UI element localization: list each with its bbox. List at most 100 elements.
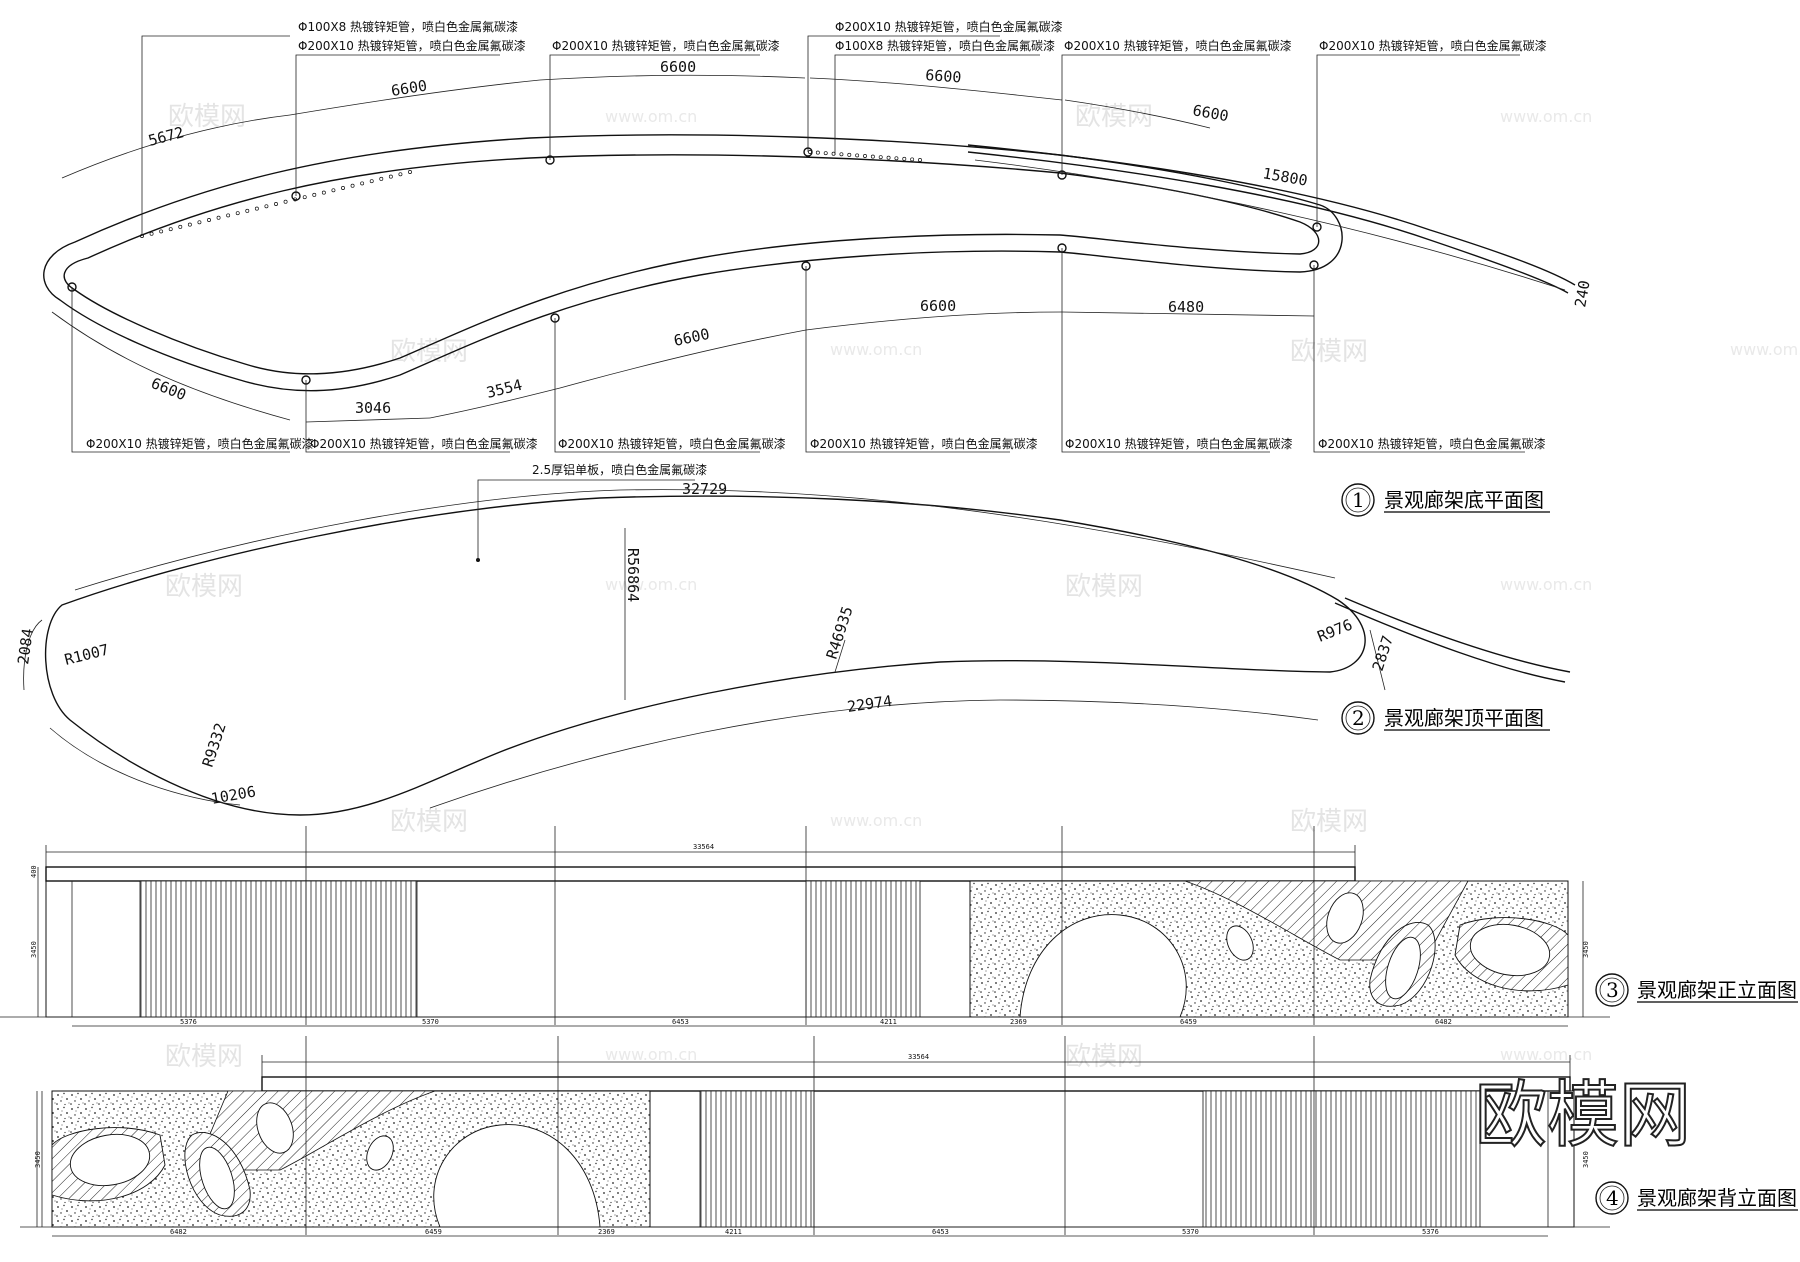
small-tube-point — [870, 154, 875, 159]
dim-label: R56864 — [624, 548, 642, 602]
dim-label: R46935 — [823, 604, 857, 661]
top-beam — [261, 1076, 1571, 1092]
dim-label: 6600 — [149, 374, 189, 404]
watermark: 欧模网 — [165, 572, 243, 602]
dim-label: 2084 — [14, 627, 37, 665]
watermark-url: www.om.cn — [605, 1045, 697, 1064]
small-tube-point — [350, 183, 355, 188]
drawing-title: 景观廊架背立面图 — [1637, 1186, 1797, 1210]
small-tube-point — [168, 227, 173, 232]
title-number: 4 — [1606, 1186, 1619, 1210]
pipe-note: Φ200X10 热镀锌矩管，喷白色金属氟碳漆 — [1318, 436, 1546, 451]
dim-label: 32729 — [682, 480, 727, 498]
pipe-note: Φ200X10 热镀锌矩管，喷白色金属氟碳漆 — [558, 436, 786, 451]
small-tube-point — [360, 181, 365, 186]
title-number-circle — [1341, 701, 1375, 735]
dim-label: R9332 — [199, 721, 230, 770]
span-dim: 5376 — [180, 1018, 197, 1026]
span-dim: 4211 — [725, 1228, 742, 1236]
pipe-note: Φ200X10 热镀锌矩管，喷白色金属氟碳漆 — [810, 436, 1038, 451]
watermark: 欧模网 — [1075, 102, 1153, 132]
small-tube-point — [910, 157, 915, 162]
dim-label: 6600 — [660, 58, 696, 76]
small-tube-point — [274, 202, 278, 206]
dim-label: 22974 — [846, 692, 893, 716]
small-tube-point — [902, 156, 907, 161]
slat-panel — [699, 1090, 815, 1228]
pipe-note: Φ200X10 热镀锌矩管，喷白色金属氟碳漆 — [298, 38, 526, 53]
dim-label: R976 — [1315, 615, 1355, 645]
span-dim: 6453 — [932, 1228, 949, 1236]
small-tube-point — [886, 155, 891, 160]
watermark: 欧模网 — [1065, 572, 1143, 602]
small-tube-point — [302, 195, 307, 200]
span-dim: 6482 — [1435, 1018, 1452, 1026]
roof-tail — [1344, 597, 1571, 673]
small-tube-point — [187, 222, 192, 227]
small-tube-point — [863, 154, 867, 158]
elev4-title: 4 景观廊架背立面图 — [1595, 1181, 1798, 1215]
span-dim: 4211 — [880, 1018, 897, 1026]
watermark: 欧模网 — [1290, 807, 1368, 837]
dim-label: 3450 — [1582, 941, 1590, 958]
title-number: 2 — [1352, 706, 1365, 730]
small-tube-point — [293, 197, 298, 202]
dim-label: 400 — [30, 865, 38, 878]
small-tube-point — [197, 220, 202, 225]
dim-label: 6600 — [390, 77, 428, 100]
dim-label: 10206 — [210, 782, 258, 808]
plan2-title: 2 景观廊架顶平面图 — [1341, 701, 1550, 735]
title-number-circle — [1595, 973, 1629, 1007]
pipe-note: Φ200X10 热镀锌矩管，喷白色金属氟碳漆 — [1319, 38, 1547, 53]
span-dim: 2369 — [1010, 1018, 1027, 1026]
small-tube-point — [855, 153, 860, 158]
dim-label: 6480 — [1168, 298, 1204, 316]
small-tube-point — [159, 229, 164, 234]
small-tube-point — [321, 190, 326, 195]
leaders-bottom — [71, 248, 1525, 453]
small-tube-point — [388, 174, 393, 179]
decorative-panel — [51, 1090, 651, 1228]
watermark-url: www.om.cn — [1500, 575, 1592, 594]
dim-label: 5672 — [146, 123, 186, 150]
small-tube-point — [216, 215, 221, 220]
watermark-url: www.om.cn — [1730, 340, 1800, 359]
small-tube-points — [140, 150, 922, 238]
watermark-url: www.om.cn — [830, 340, 922, 359]
beam-tail — [967, 151, 1569, 294]
column-lines — [71, 826, 1584, 1025]
dim-label: 6600 — [920, 297, 956, 315]
watermark: 欧模网 — [1065, 1042, 1143, 1072]
title-number: 3 — [1606, 978, 1619, 1002]
drawing-title: 景观廊架底平面图 — [1384, 488, 1544, 512]
span-dim: 6459 — [425, 1228, 442, 1236]
small-tube-point — [226, 213, 231, 218]
roof-note: 2.5厚铝单板，喷白色金属氟碳漆 — [532, 462, 707, 477]
small-tube-point — [398, 172, 403, 177]
pipe-note: Φ200X10 热镀锌矩管，喷白色金属氟碳漆 — [552, 38, 780, 53]
dimension-labels: 32729 R56864 2084 R1007 R46935 R976 2837… — [14, 480, 1397, 808]
small-tube-point — [823, 151, 828, 156]
small-tube-point — [379, 176, 384, 181]
dimension-lines — [51, 74, 1566, 423]
notes-bottom: Φ200X10 热镀锌矩管，喷白色金属氟碳漆 Φ200X10 热镀锌矩管，喷白色… — [86, 436, 1546, 451]
roof-leader — [477, 479, 695, 560]
small-tube-point — [847, 152, 852, 157]
span-dim: 6453 — [672, 1018, 689, 1026]
roof-outline — [44, 495, 1366, 816]
small-tube-point — [894, 156, 899, 161]
leaders-top — [141, 35, 1520, 236]
decorative-panel — [969, 880, 1569, 1018]
plan-bottom: Φ100X8 热镀锌矩管，喷白色金属氟碳漆 Φ200X10 热镀锌矩管，喷白色金… — [43, 19, 1594, 517]
notes-top: Φ100X8 热镀锌矩管，喷白色金属氟碳漆 Φ200X10 热镀锌矩管，喷白色金… — [298, 19, 1547, 53]
dim-label: 6600 — [672, 325, 711, 350]
column-lines — [36, 1036, 1549, 1235]
dim-label: 6600 — [1191, 101, 1230, 125]
slat-panel — [139, 880, 418, 1018]
small-tube-point — [408, 170, 412, 174]
small-tube-point — [918, 158, 922, 162]
small-tube-point — [254, 206, 259, 211]
pipe-note: Φ200X10 热镀锌矩管，喷白色金属氟碳漆 — [1064, 38, 1292, 53]
watermark: 欧模网 — [390, 807, 468, 837]
dim-label: R1007 — [63, 640, 111, 668]
